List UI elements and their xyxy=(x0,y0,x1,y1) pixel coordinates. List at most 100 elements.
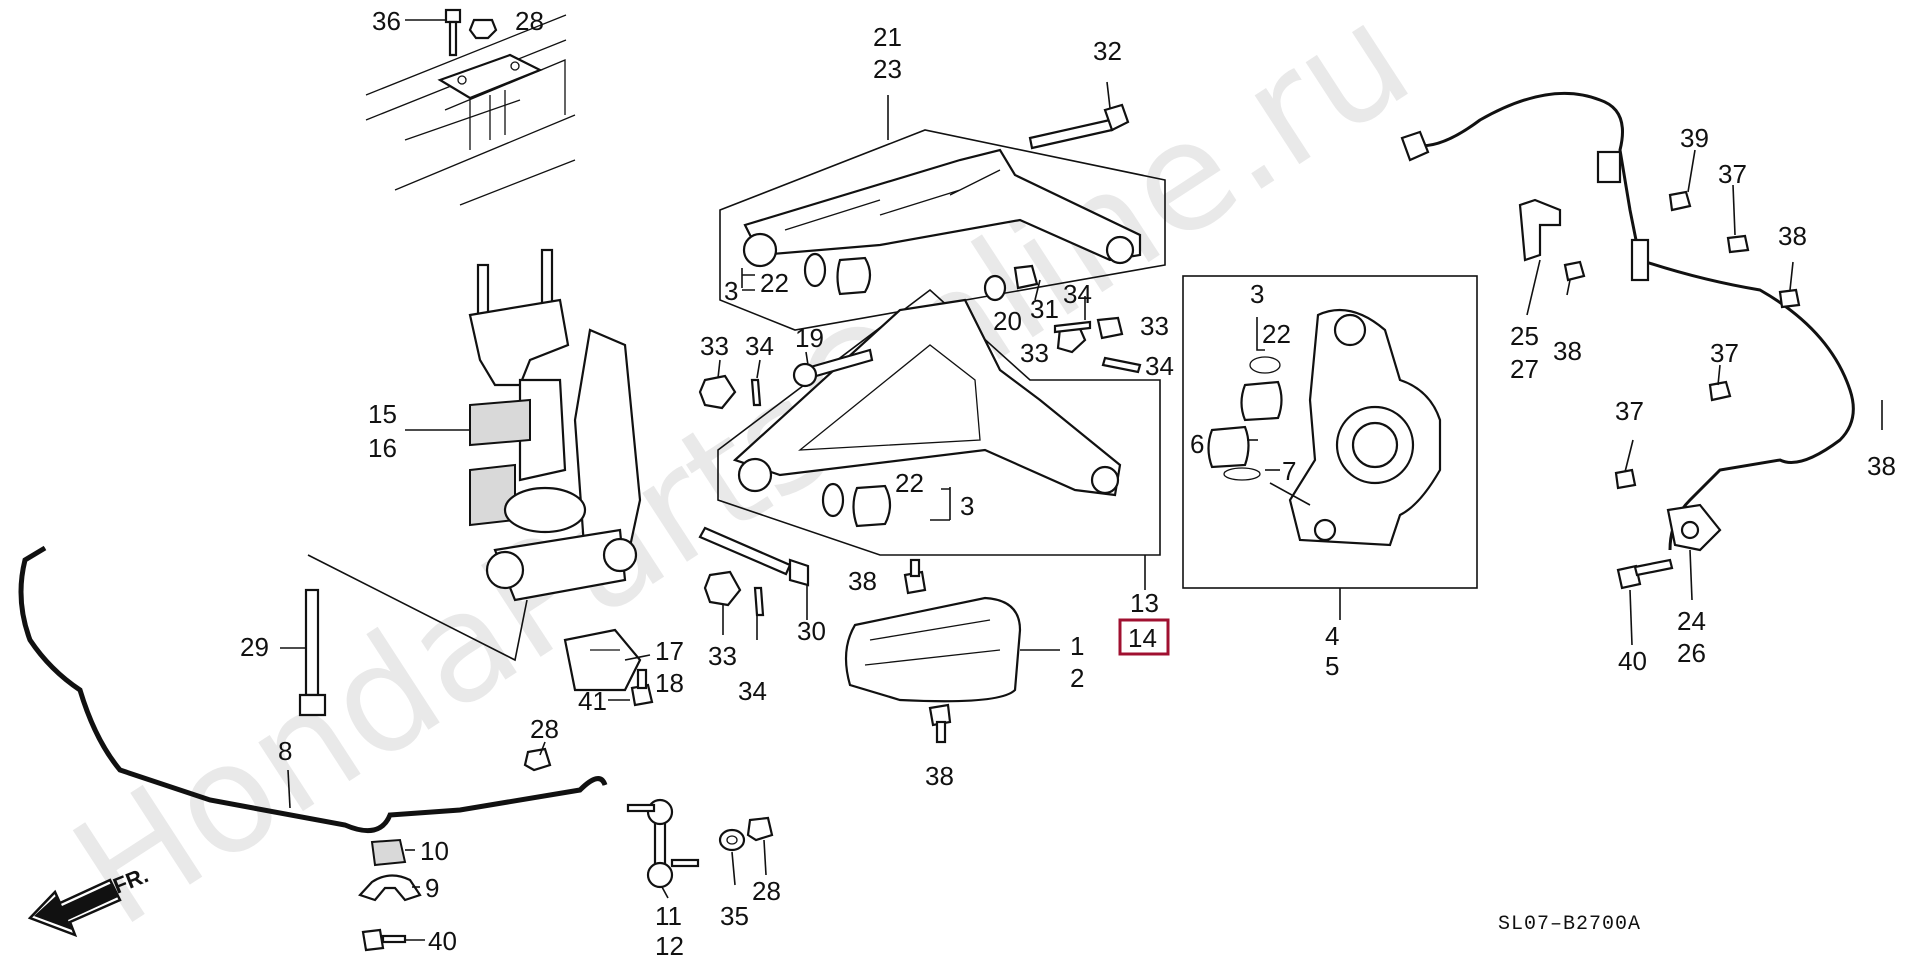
bracket-25-27-icon xyxy=(1518,198,1562,262)
label-29: 29 xyxy=(240,632,269,662)
label-33-b: 33 xyxy=(708,641,737,671)
label-31: 31 xyxy=(1030,294,1059,324)
label-14-highlight xyxy=(1118,618,1170,656)
label-28-mid: 28 xyxy=(530,714,559,744)
ring-7-icon xyxy=(1223,467,1261,481)
bolt-40-bottom-icon xyxy=(361,928,407,952)
label-9: 9 xyxy=(425,873,439,903)
label-7: 7 xyxy=(1282,456,1296,486)
nut-28-top-icon xyxy=(468,18,498,40)
label-18: 18 xyxy=(655,668,684,698)
bracket-17-18-icon xyxy=(563,628,642,692)
label-38-abs-b: 38 xyxy=(1778,221,1807,251)
label-32: 32 xyxy=(1093,36,1122,66)
label-12: 12 xyxy=(655,931,684,959)
label-15: 15 xyxy=(368,399,397,429)
label-28-top: 28 xyxy=(515,6,544,36)
nut-28-bottom-icon xyxy=(746,816,774,842)
label-40-abs: 40 xyxy=(1618,646,1647,676)
washer-35-icon xyxy=(718,828,746,852)
bolt-38-skid-bottom-icon xyxy=(928,703,952,744)
stabilizer-bar xyxy=(18,545,608,834)
skid-plate xyxy=(844,596,1022,703)
label-33-c: 33 xyxy=(1140,311,1169,341)
bushing-3-knuckle-icon xyxy=(1240,356,1283,422)
abs-sensor-harness xyxy=(1400,91,1855,552)
bushing-22-lower-icon xyxy=(821,482,892,528)
leader-lines xyxy=(280,19,1883,941)
label-13: 13 xyxy=(1130,588,1159,618)
label-35: 35 xyxy=(720,901,749,931)
label-34-d: 34 xyxy=(1145,351,1174,381)
label-38-abs-a: 38 xyxy=(1553,336,1582,366)
label-1: 1 xyxy=(1070,631,1084,661)
label-2: 2 xyxy=(1070,663,1084,693)
label-3-lower: 3 xyxy=(960,491,974,521)
label-3-knuckle: 3 xyxy=(1250,279,1264,309)
nuts-cluster-20-31-33-icon xyxy=(983,264,1142,374)
label-4: 4 xyxy=(1325,621,1339,651)
bushing-6-icon xyxy=(1207,425,1250,469)
label-21: 21 xyxy=(873,22,902,52)
lower-arm-box xyxy=(717,288,1161,556)
label-3-upper: 3 xyxy=(724,276,738,306)
damper-fork-assembly xyxy=(468,248,642,602)
nut-33-a-icon xyxy=(698,374,737,410)
bolt-30-icon xyxy=(698,526,810,587)
label-24: 24 xyxy=(1677,606,1706,636)
bolt-19-icon xyxy=(792,348,874,388)
label-23: 23 xyxy=(873,54,902,84)
pin-34-b-icon xyxy=(753,586,765,617)
front-arrow-icon xyxy=(27,878,122,938)
label-25: 25 xyxy=(1510,321,1539,351)
label-39: 39 xyxy=(1680,123,1709,153)
label-14: 14 xyxy=(1128,623,1157,653)
label-22-upper: 22 xyxy=(760,268,789,298)
label-16: 16 xyxy=(368,433,397,463)
label-34-c: 34 xyxy=(738,676,767,706)
body-frame-section xyxy=(365,14,576,206)
label-37-a: 37 xyxy=(1718,159,1747,189)
diagram-code: SL07–B2700A xyxy=(1498,913,1641,936)
label-28-bottom: 28 xyxy=(752,876,781,906)
bolt-29-icon xyxy=(298,588,327,717)
label-41: 41 xyxy=(578,686,607,716)
bushing-22-upper-icon xyxy=(803,252,872,296)
label-40-bottom: 40 xyxy=(428,926,457,956)
link-11-12-icon xyxy=(626,798,700,889)
label-10: 10 xyxy=(420,836,449,866)
label-20: 20 xyxy=(993,306,1022,336)
label-30: 30 xyxy=(797,616,826,646)
label-5: 5 xyxy=(1325,651,1339,681)
label-26: 26 xyxy=(1677,638,1706,668)
nut-33-b-icon xyxy=(703,570,742,607)
label-36: 36 xyxy=(372,6,401,36)
bolt-36-icon xyxy=(444,8,462,57)
knuckle-box xyxy=(1182,275,1478,589)
bolt-38-skid-top-icon xyxy=(903,558,927,595)
label-38-skid-bottom: 38 xyxy=(925,761,954,791)
label-22-knuckle: 22 xyxy=(1262,319,1291,349)
label-38-abs-c: 38 xyxy=(1867,451,1896,481)
label-38-skid-top: 38 xyxy=(848,566,877,596)
label-11: 11 xyxy=(655,901,682,931)
small-bolts-abs-icon xyxy=(1563,190,1801,590)
label-34-b: 34 xyxy=(745,331,774,361)
label-37-b: 37 xyxy=(1710,338,1739,368)
nut-41-icon xyxy=(630,668,654,707)
label-33-d: 33 xyxy=(1020,338,1049,368)
bolt-32-icon xyxy=(1028,103,1130,150)
upper-arm-box xyxy=(719,129,1166,331)
nut-28-mid-icon xyxy=(523,747,552,772)
label-17: 17 xyxy=(655,636,684,666)
label-19: 19 xyxy=(795,323,824,353)
label-8: 8 xyxy=(278,736,292,766)
bushing-10-icon xyxy=(370,838,407,867)
part-labels: 36 28 21 23 32 3 22 34 20 31 33 33 34 33… xyxy=(240,6,1896,961)
label-22-lower: 22 xyxy=(895,468,924,498)
label-37-c: 37 xyxy=(1615,396,1644,426)
pin-34-a-icon xyxy=(750,378,762,407)
label-6: 6 xyxy=(1190,429,1204,459)
